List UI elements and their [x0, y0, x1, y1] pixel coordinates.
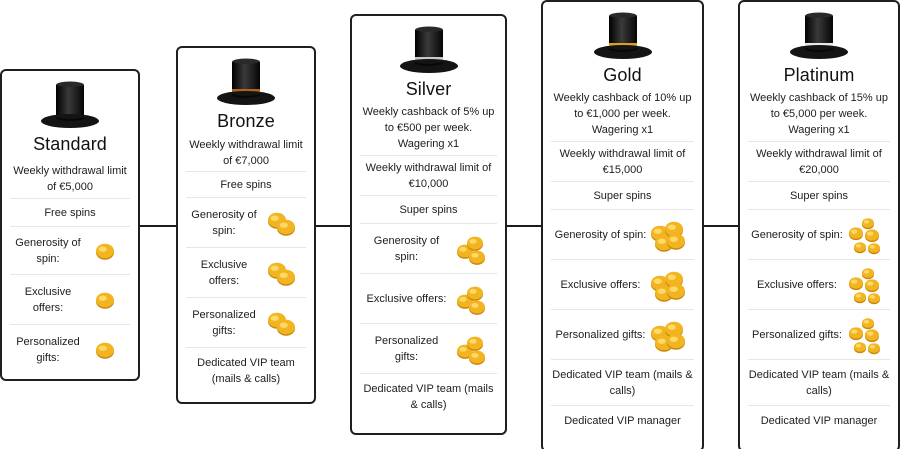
tier-feature: Weekly cashback of 5% up to €500 per wee…: [360, 100, 497, 156]
tier-feature: Super spins: [748, 182, 890, 210]
connector-line: [140, 225, 176, 227]
tier-feature-row: Personalized gifts:: [360, 324, 497, 374]
coin-icon: [84, 330, 126, 370]
tier-card-platinum: Platinum Weekly cashback of 15% up to €5…: [738, 0, 900, 449]
tier-name: Bronze: [217, 111, 275, 131]
coins-icon: [260, 303, 302, 343]
tier-feature-row: Exclusive offers:: [10, 275, 130, 325]
connector-line: [316, 225, 350, 227]
tier-feature-row: Generosity of spin:: [10, 227, 130, 275]
connector-line: [507, 225, 541, 227]
top-hat-icon: [2, 79, 138, 131]
tier-feature-row: Personalized gifts:: [551, 310, 694, 360]
tier-feature: Weekly cashback of 15% up to €5,000 per …: [748, 86, 890, 142]
tier-feature: Dedicated VIP team (mails & calls): [197, 357, 295, 385]
tier-feature: Weekly cashback of 10% up to €1,000 per …: [551, 86, 694, 142]
tier-feature: Weekly withdrawal limit of €15,000: [551, 142, 694, 182]
tier-feature-row: Generosity of spin:: [748, 210, 890, 260]
tier-feature: Dedicated VIP team (mails & calls): [363, 383, 494, 411]
coins-icon: [648, 315, 690, 355]
tier-feature: Weekly withdrawal limit of €10,000: [360, 156, 497, 196]
tier-feature: Super spins: [360, 196, 497, 224]
coins-icon: [648, 215, 690, 255]
tier-feature: Free spins: [186, 172, 306, 198]
tier-feature-row: Personalized gifts:: [186, 298, 306, 348]
tier-feature-row: Generosity of spin:: [551, 210, 694, 260]
tier-name: Platinum: [783, 65, 855, 85]
tier-feature-row: Exclusive offers:: [360, 274, 497, 324]
top-hat-icon: [352, 24, 505, 76]
connector-line: [704, 225, 738, 227]
tier-card-standard: Standard Weekly withdrawal limit of €5,0…: [0, 69, 140, 381]
tier-feature-row: Personalized gifts:: [748, 310, 890, 360]
tier-feature: Weekly withdrawal limit of €5,000: [10, 155, 130, 199]
coin-icon: [84, 280, 126, 320]
coins-icon: [648, 265, 690, 305]
tier-feature-row: Personalized gifts:: [10, 325, 130, 375]
tier-card-bronze: Bronze Weekly withdrawal limit of €7,000…: [176, 46, 316, 404]
tier-feature-row: Generosity of spin:: [360, 224, 497, 274]
tier-feature-row: Exclusive offers:: [551, 260, 694, 310]
tier-feature: Dedicated VIP manager: [760, 415, 878, 427]
tier-name: Standard: [33, 134, 107, 154]
tier-feature: Dedicated VIP manager: [564, 415, 681, 427]
coins-icon: [260, 253, 302, 293]
tier-feature: Weekly withdrawal limit of €20,000: [748, 142, 890, 182]
tier-feature-row: Exclusive offers:: [186, 248, 306, 298]
top-hat-icon: [178, 56, 314, 108]
tier-feature: Weekly withdrawal limit of €7,000: [186, 132, 306, 172]
tier-card-gold: Gold Weekly cashback of 10% up to €1,000…: [541, 0, 704, 449]
coins-icon: [844, 315, 886, 355]
tier-feature: Super spins: [551, 182, 694, 210]
tier-card-silver: Silver Weekly cashback of 5% up to €500 …: [350, 14, 507, 435]
coins-icon: [451, 279, 493, 319]
coins-icon: [451, 329, 493, 369]
tier-name: Silver: [405, 79, 452, 99]
top-hat-icon: [543, 10, 702, 62]
tier-feature: Dedicated VIP team (mails & calls): [551, 360, 694, 406]
coins-icon: [260, 203, 302, 243]
tier-feature: Free spins: [10, 199, 130, 227]
tier-feature-row: Exclusive offers:: [748, 260, 890, 310]
coins-icon: [844, 265, 886, 305]
coins-icon: [451, 229, 493, 269]
tier-feature-row: Generosity of spin:: [186, 198, 306, 248]
top-hat-icon: [740, 10, 898, 62]
coins-icon: [844, 215, 886, 255]
tier-feature: Dedicated VIP team (mails & calls): [748, 360, 890, 406]
coin-icon: [84, 231, 126, 271]
tier-name: Gold: [603, 65, 642, 85]
